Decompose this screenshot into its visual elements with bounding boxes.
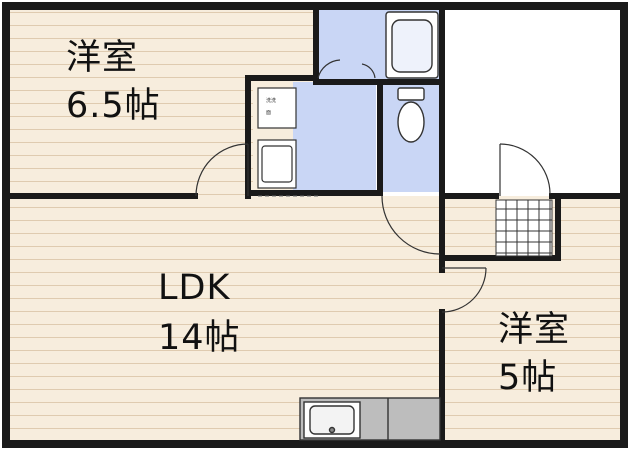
door-bath-2 [361,63,376,79]
western-room-2-name: 洋室 [498,310,571,350]
door-room2 [441,267,487,313]
washroom-label-1: 洗洗 [266,98,277,104]
washroom-label-2: 面 [266,110,272,116]
bathtub [385,11,439,79]
ldk-size: 14帖 [158,318,241,358]
door-toilet [381,195,441,255]
entrance-tile-grid [495,199,553,257]
door-room1 [195,143,249,197]
western-room-1-name: 洋室 [66,38,139,78]
ldk-name: LDK [158,268,231,308]
western-room-1-size: 6.5帖 [66,86,161,126]
western-room-2-size: 5帖 [498,358,558,398]
door-entrance [499,143,551,195]
door-bath [317,59,341,79]
kitchen-counter [299,397,441,441]
toilet [397,87,425,143]
washbasin [257,87,297,189]
